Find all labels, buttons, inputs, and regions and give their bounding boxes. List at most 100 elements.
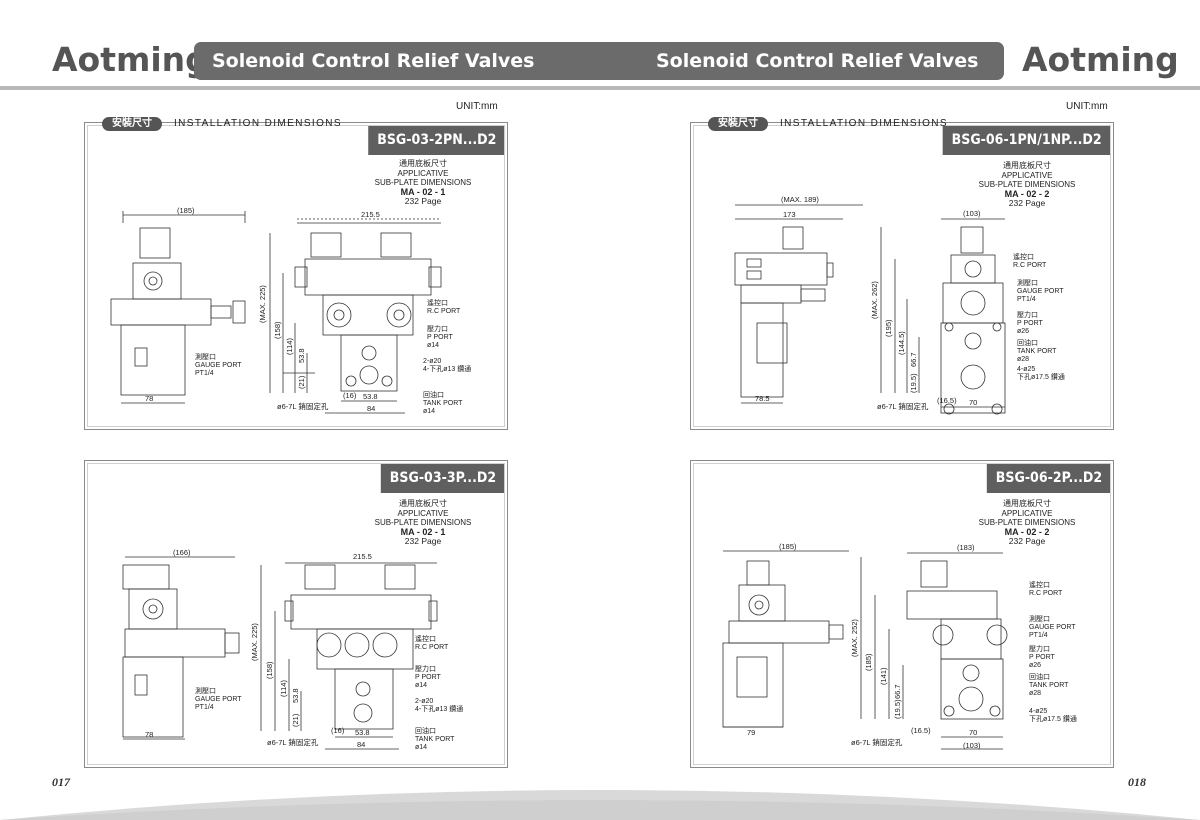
subplate-info: 通用底板尺寸 APPLICATIVE SUB-PLATE DIMENSIONS … (957, 161, 1097, 209)
gauge-port-cn: 測壓口 (195, 352, 216, 361)
install-badge: 安裝尺寸 (102, 117, 162, 131)
panel-bsg-03-2pn: BSG-03-2PN...D2 通用底板尺寸 APPLICATIVE SUB-P… (84, 122, 508, 430)
rc-port-cn: 遙控口 (1029, 580, 1050, 589)
subplate-code: MA - 02 - 2 (1004, 526, 1050, 537)
model-badge: BSG-06-1PN/1NP...D2 (943, 125, 1111, 155)
dim-side-width: (185) (779, 542, 797, 551)
gauge-port-thread: PT1/4 (1029, 632, 1048, 639)
header-rule (0, 86, 1200, 90)
subplate-cn: 通用底板尺寸 (1003, 499, 1051, 508)
subplate-page: 232 Page (404, 196, 442, 206)
gauge-port-cn: 測壓口 (1017, 278, 1038, 287)
tank-port-en: TANK PORT (415, 736, 455, 743)
dim-bottom-1: (16) (331, 726, 345, 735)
dim-h1: (185) (864, 653, 873, 671)
subplate-en2: SUB-PLATE DIMENSIONS (374, 178, 472, 187)
dim-side-width: 173 (783, 210, 796, 219)
tank-port-dia: ø28 (1029, 690, 1041, 697)
hole-spec-1: 4-ø25 (1017, 366, 1035, 373)
p-port-cn: 壓力口 (1017, 310, 1038, 319)
gauge-port-en: GAUGE PORT (1017, 288, 1064, 295)
subplate-page: 232 Page (404, 536, 442, 546)
dim-h3: 66.7 (893, 684, 902, 699)
rc-port-en: R.C PORT (427, 308, 461, 315)
dim-bottom-2: 53.8 (363, 392, 378, 401)
dim-h4: (21) (291, 713, 300, 727)
p-port-cn: 壓力口 (427, 324, 448, 333)
dim-bottom-1: (16.5) (937, 396, 957, 405)
dim-base-width: 79 (747, 728, 755, 737)
page-title-right: Solenoid Control Relief Valves (656, 50, 979, 72)
p-port-en: P PORT (427, 334, 454, 341)
tank-port-cn: 回油口 (423, 390, 444, 399)
dim-front-width: (183) (957, 543, 975, 552)
valve-drawing: (MAX. 189) 173 (103) (MAX. 262) (195) (1… (734, 195, 1065, 415)
gauge-port-thread: PT1/4 (1017, 296, 1036, 303)
p-port-en: P PORT (1017, 320, 1044, 327)
page-title-left: Solenoid Control Relief Valves (212, 50, 535, 72)
dim-h3: 53.8 (297, 348, 306, 363)
dim-h1: (195) (884, 319, 893, 337)
page-number-left: 017 (52, 775, 70, 789)
dim-h2: (114) (285, 338, 294, 355)
model-badge: BSG-03-3P...D2 (380, 463, 505, 493)
dim-bottom-2: 53.8 (355, 728, 370, 737)
subplate-info: 通用底板尺寸 APPLICATIVE SUB-PLATE DIMENSIONS … (957, 499, 1097, 547)
subplate-code: MA - 02 - 1 (400, 526, 446, 537)
unit-label-right: UNIT:mm (1066, 101, 1108, 112)
subplate-en1: APPLICATIVE (1001, 170, 1053, 180)
tank-port-en: TANK PORT (1029, 682, 1069, 689)
gauge-port-cn: 測壓口 (1029, 614, 1050, 623)
gauge-port-thread: PT1/4 (195, 370, 214, 377)
p-port-cn: 壓力口 (415, 664, 436, 673)
hole-spec-1: 4-ø25 (1029, 708, 1047, 715)
dim-h3: 66.7 (909, 352, 918, 367)
rc-port-cn: 遙控口 (1013, 252, 1034, 261)
dim-h1: (158) (265, 661, 274, 679)
rc-port-cn: 遙控口 (415, 634, 436, 643)
subplate-en1: APPLICATIVE (397, 168, 449, 178)
dim-h2: (141) (879, 667, 888, 685)
gauge-port-en: GAUGE PORT (195, 696, 242, 703)
title-bar: Solenoid Control Relief Valves Solenoid … (194, 42, 1004, 80)
subplate-page: 232 Page (1008, 536, 1046, 546)
subplate-en2: SUB-PLATE DIMENSIONS (978, 518, 1076, 527)
subplate-en1: APPLICATIVE (397, 508, 449, 518)
dim-max-width: (MAX. 189) (781, 195, 819, 204)
subplate-info: 通用底板尺寸 APPLICATIVE SUB-PLATE DIMENSIONS … (353, 159, 493, 207)
dim-bottom-1: (16) (343, 391, 357, 400)
panel-bsg-06-1pn: BSG-06-1PN/1NP...D2 通用底板尺寸 APPLICATIVE S… (690, 122, 1114, 430)
footer-arc (0, 790, 1200, 820)
mount-hole-label: ø6-7L 銷固定孔 (267, 737, 319, 747)
dim-bottom-3: 84 (367, 404, 375, 413)
rc-port-cn: 遙控口 (427, 298, 448, 307)
gauge-port-cn: 測壓口 (195, 686, 216, 695)
p-port-dia: ø26 (1029, 662, 1041, 669)
gauge-port-thread: PT1/4 (195, 704, 214, 711)
panel-bsg-06-2p: BSG-06-2P...D2 通用底板尺寸 APPLICATIVE SUB-PL… (690, 460, 1114, 768)
unit-label-left: UNIT:mm (456, 101, 498, 112)
mount-hole-label: ø6-7L 銷固定孔 (277, 401, 329, 411)
hole-spec-1: 2-ø20 (415, 698, 433, 705)
gauge-port-en: GAUGE PORT (195, 362, 242, 369)
install-text: INSTALLATION DIMENSIONS (780, 118, 948, 129)
dim-max-height: (MAX. 225) (250, 623, 259, 661)
tank-port-en: TANK PORT (1017, 348, 1057, 355)
dim-front-width: (103) (963, 209, 981, 218)
subplate-code: MA - 02 - 1 (400, 186, 446, 197)
hole-spec-2: 4-下孔ø13 鑽通 (423, 364, 471, 373)
dim-side-width: (185) (177, 206, 195, 215)
hole-spec-2: 4-下孔ø13 鑽通 (415, 704, 463, 713)
hole-spec-1: 2-ø20 (423, 358, 441, 365)
rc-port-en: R.C PORT (1029, 590, 1063, 597)
dim-h1: (158) (273, 321, 282, 339)
tank-port-dia: ø14 (415, 744, 427, 751)
dim-bottom-3: 84 (357, 740, 365, 749)
dim-base-width: 78 (145, 730, 153, 739)
mount-hole-label: ø6-7L 銷固定孔 (851, 737, 903, 747)
install-badge: 安裝尺寸 (708, 117, 768, 131)
valve-drawing: (166) 215.5 (MAX. 225) (158) (114) 53.8 … (122, 548, 463, 751)
install-text: INSTALLATION DIMENSIONS (174, 118, 342, 129)
hole-spec-2: 下孔ø17.5 鑽通 (1029, 714, 1077, 723)
subplate-code: MA - 02 - 2 (1004, 188, 1050, 199)
